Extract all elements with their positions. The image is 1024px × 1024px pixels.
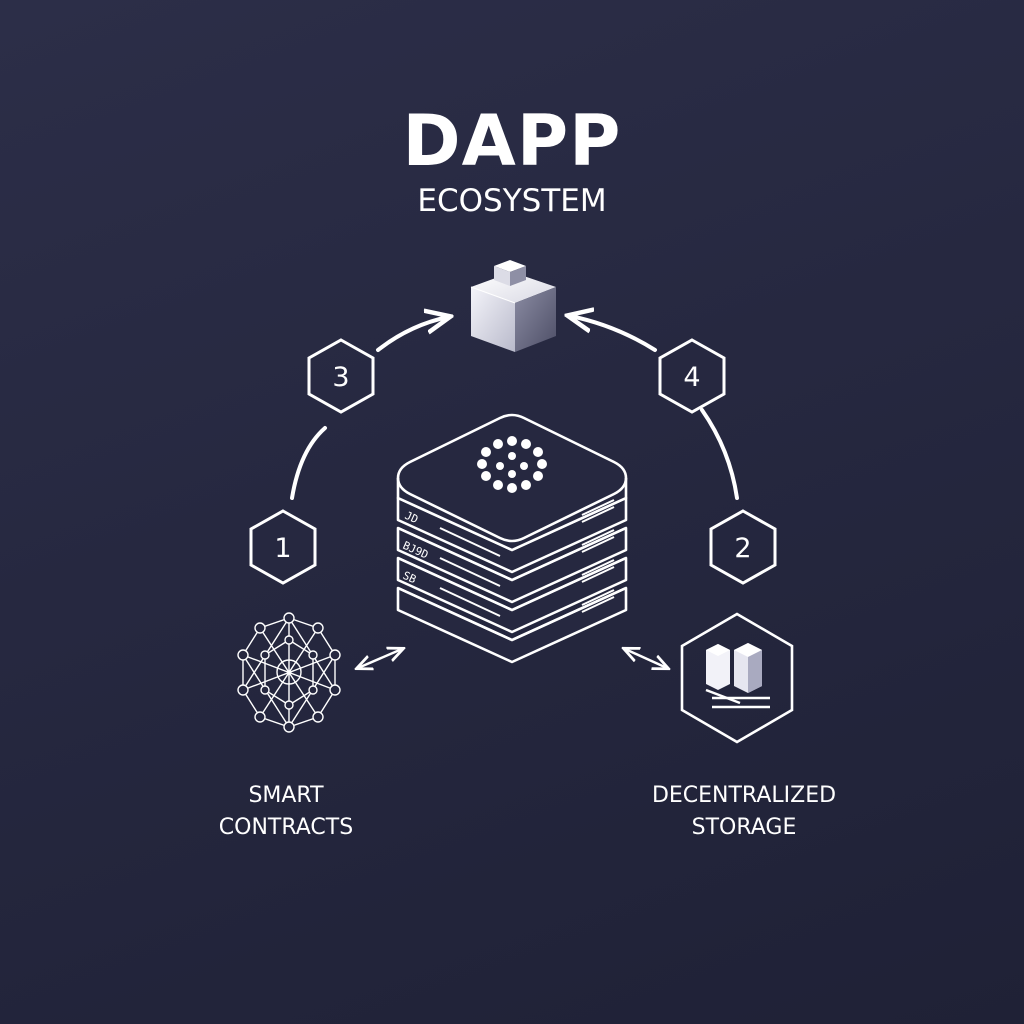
decentralized-storage-line2: STORAGE — [691, 815, 797, 840]
node-ring-icon — [477, 436, 547, 493]
step-number-4: 4 — [683, 362, 700, 393]
step-hexagon-2: 2 — [709, 509, 777, 585]
smart-contracts-label: SMART CONTRACTS — [196, 780, 376, 844]
smart-contracts-line2: CONTRACTS — [218, 815, 354, 840]
step-number-3: 3 — [332, 362, 349, 393]
left-double-arrow — [358, 649, 402, 668]
connector-1-to-3 — [290, 426, 327, 500]
smart-contracts-line1: SMART — [248, 783, 324, 808]
right-double-arrow — [625, 649, 667, 668]
cube-block-icon — [470, 260, 556, 352]
rack-label-1: JD — [403, 509, 420, 526]
step-hexagon-1: 1 — [249, 509, 317, 585]
decentralized-storage-line1: DECENTRALIZED — [651, 783, 837, 808]
network-graph-icon — [237, 612, 341, 733]
connector-4-to-top — [570, 316, 657, 352]
decentralized-storage-label: DECENTRALIZED STORAGE — [624, 780, 864, 844]
diagram-subtitle: ECOSYSTEM — [417, 183, 607, 219]
step-hexagon-3: 3 — [307, 338, 375, 414]
rack-label-3: SB — [401, 569, 419, 586]
connector-2-to-4 — [700, 408, 739, 500]
connector-3-to-top — [376, 317, 448, 352]
step-number-2: 2 — [734, 533, 751, 564]
step-number-1: 1 — [274, 533, 291, 564]
step-hexagon-4: 4 — [658, 338, 726, 414]
server-stack-icon: JD BJ9D SB — [396, 413, 628, 664]
storage-blocks-icon — [680, 612, 794, 744]
diagram-title: DAPP — [402, 100, 622, 182]
